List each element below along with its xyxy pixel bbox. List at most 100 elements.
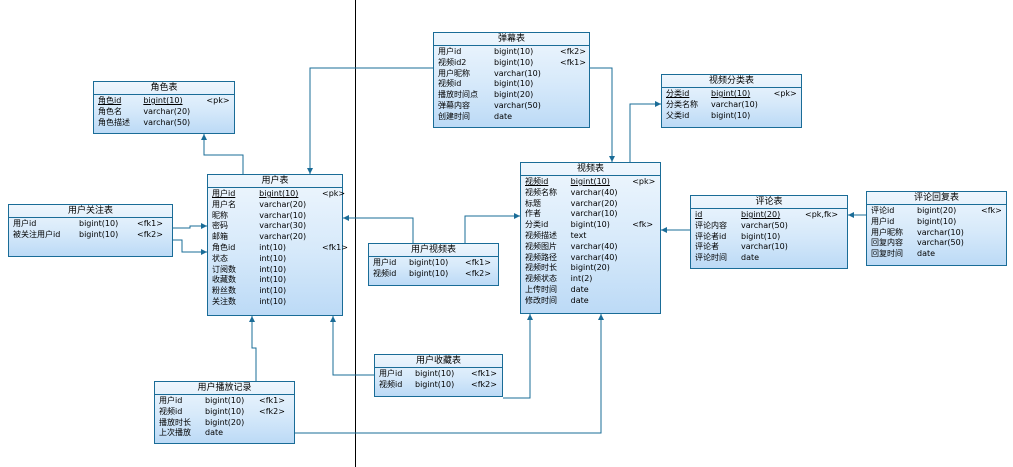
column-key	[322, 286, 342, 297]
column-key: <fk1>	[560, 57, 586, 67]
column-name: 用户id	[438, 47, 462, 56]
column-key	[805, 232, 847, 243]
column-type: bigint(10)	[711, 110, 751, 120]
column-key: <pk>	[773, 89, 797, 98]
column-name: 评论内容	[695, 220, 727, 230]
column-name: 创建时间	[438, 111, 470, 121]
column-type: varchar(50)	[143, 117, 191, 127]
column-name: 角色名	[98, 106, 122, 116]
column-type: int(10)	[259, 242, 286, 252]
column-name: 上传时间	[525, 284, 557, 294]
column-key	[322, 232, 342, 243]
column-type: bigint(10)	[409, 258, 449, 267]
column-name: 用户id	[13, 219, 37, 228]
column-name: 评论时间	[695, 253, 727, 263]
column-key: <fk2>	[465, 268, 491, 278]
column-type: varchar(20)	[143, 106, 191, 116]
entity-title: 角色表	[94, 82, 234, 95]
column-name: 关注数	[212, 296, 236, 306]
rel-favorite-user	[332, 316, 374, 376]
column-type: varchar(20)	[570, 198, 618, 208]
column-type: bigint(20)	[205, 417, 245, 427]
column-key	[206, 107, 234, 118]
rel-uservideo-user	[343, 217, 414, 243]
column-key	[560, 90, 588, 101]
column-type: bigint(10)	[259, 189, 299, 198]
column-type: varchar(10)	[711, 99, 758, 109]
column-key	[632, 242, 660, 253]
column-type: bigint(20)	[570, 263, 610, 273]
column-type: date	[570, 295, 589, 305]
rel-reply-comment-arrowhead	[848, 212, 854, 218]
column-type: varchar(40)	[570, 187, 618, 197]
rel-uservideo-user-arrowhead	[343, 215, 349, 221]
column-name: 视频描述	[525, 230, 557, 240]
column-name: 用户名	[212, 199, 236, 209]
column-key	[632, 263, 660, 274]
rel-follow-user-2-arrowhead	[201, 249, 207, 255]
column-key	[981, 228, 1001, 239]
column-name: 状态	[212, 253, 228, 263]
rel-video-category-arrowhead	[655, 101, 661, 107]
column-name: 用户id	[871, 216, 895, 226]
column-key: <fk1>	[465, 258, 491, 267]
column-key	[632, 285, 660, 296]
column-key	[560, 112, 588, 123]
column-key	[322, 254, 342, 265]
column-name: 订阅数	[212, 264, 236, 274]
column-name: 视频图片	[525, 241, 557, 251]
column-type: bigint(10)	[917, 216, 957, 226]
column-type: bigint(20)	[741, 210, 781, 219]
column-name: 评论者id	[695, 231, 727, 241]
column-key	[206, 118, 234, 129]
column-name: 分类名称	[666, 99, 698, 109]
column-name: 分类id	[525, 220, 549, 230]
column-type: varchar(20)	[259, 232, 307, 242]
column-type: varchar(10)	[741, 242, 788, 252]
rel-danmu-user-arrowhead	[307, 168, 313, 174]
column-key	[560, 79, 588, 90]
entity-title: 用户关注表	[9, 205, 172, 218]
entity-title: 用户播放记录	[155, 382, 294, 395]
column-name: 播放时长	[159, 417, 191, 427]
column-key	[632, 296, 660, 307]
column-name: 视频id2	[438, 57, 467, 67]
column-type: bigint(20)	[917, 206, 957, 215]
